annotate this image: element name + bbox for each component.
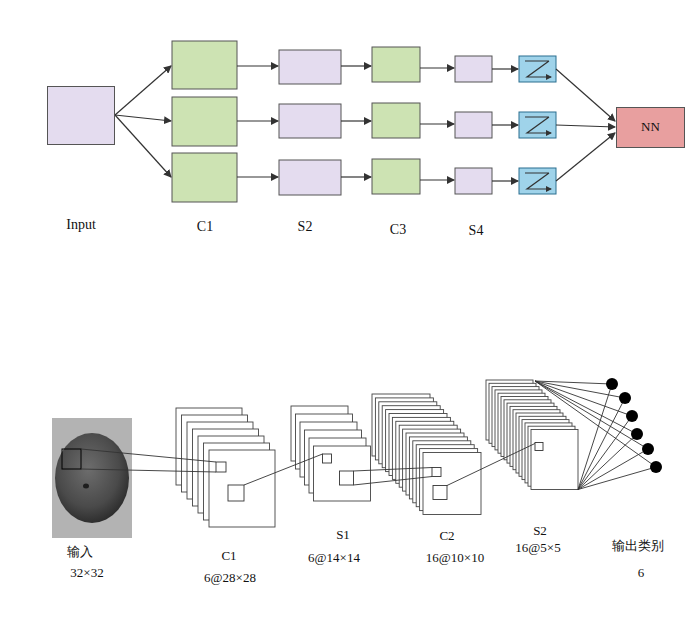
connection-line <box>81 469 216 472</box>
layer-label: 6@28×28 <box>204 571 256 585</box>
input-box: Input <box>47 86 115 145</box>
layer-label: 32×32 <box>70 566 103 580</box>
connection-line <box>244 454 323 485</box>
output-neuron <box>626 410 638 422</box>
layer-label: C1 <box>197 219 213 234</box>
nn-box: NN <box>616 107 685 148</box>
layer-label: C1 <box>221 549 236 563</box>
layer-label: 输出类别 <box>612 539 664 553</box>
output-neuron <box>642 443 654 455</box>
layer-label: C2 <box>439 529 454 543</box>
receptive-field <box>216 462 226 472</box>
layer-label: S2 <box>533 524 547 538</box>
layer-label: S2 <box>298 219 313 234</box>
layer-label: S1 <box>336 528 350 542</box>
output-neuron <box>631 428 643 440</box>
layer-label: S4 <box>469 223 484 238</box>
receptive-field <box>535 443 543 451</box>
layer-label: 6 <box>638 566 645 580</box>
receptive-field <box>340 471 354 485</box>
receptive-field <box>323 454 332 463</box>
connection-line <box>578 467 656 490</box>
receptive-field <box>228 485 244 501</box>
feature-map <box>209 450 275 527</box>
feature-maps <box>81 378 662 527</box>
layer-label: 16@10×10 <box>426 551 484 565</box>
flatten-icon <box>525 61 551 189</box>
layer-label: 输入 <box>67 545 93 559</box>
connection-line <box>354 477 433 486</box>
input-photo <box>52 418 132 538</box>
receptive-field <box>432 468 441 477</box>
output-neuron <box>650 461 662 473</box>
cnn-branches <box>172 41 556 202</box>
connection-line <box>354 468 433 472</box>
connection-line <box>447 443 537 486</box>
connection-line <box>578 449 648 490</box>
layer-label: 6@14×14 <box>308 551 360 565</box>
receptive-field <box>433 486 447 500</box>
flow-arrows <box>115 66 615 181</box>
connection-line <box>81 449 216 462</box>
output-neuron <box>619 392 631 404</box>
connection-line <box>535 381 637 434</box>
layer-label: 16@5×5 <box>515 541 560 555</box>
node-label: Input <box>66 217 96 232</box>
output-neuron <box>606 378 618 390</box>
layer-label: C3 <box>390 222 406 237</box>
connection-line <box>535 381 648 449</box>
connection-line <box>535 381 656 467</box>
node-label: NN <box>641 120 660 134</box>
feature-map <box>531 430 578 490</box>
